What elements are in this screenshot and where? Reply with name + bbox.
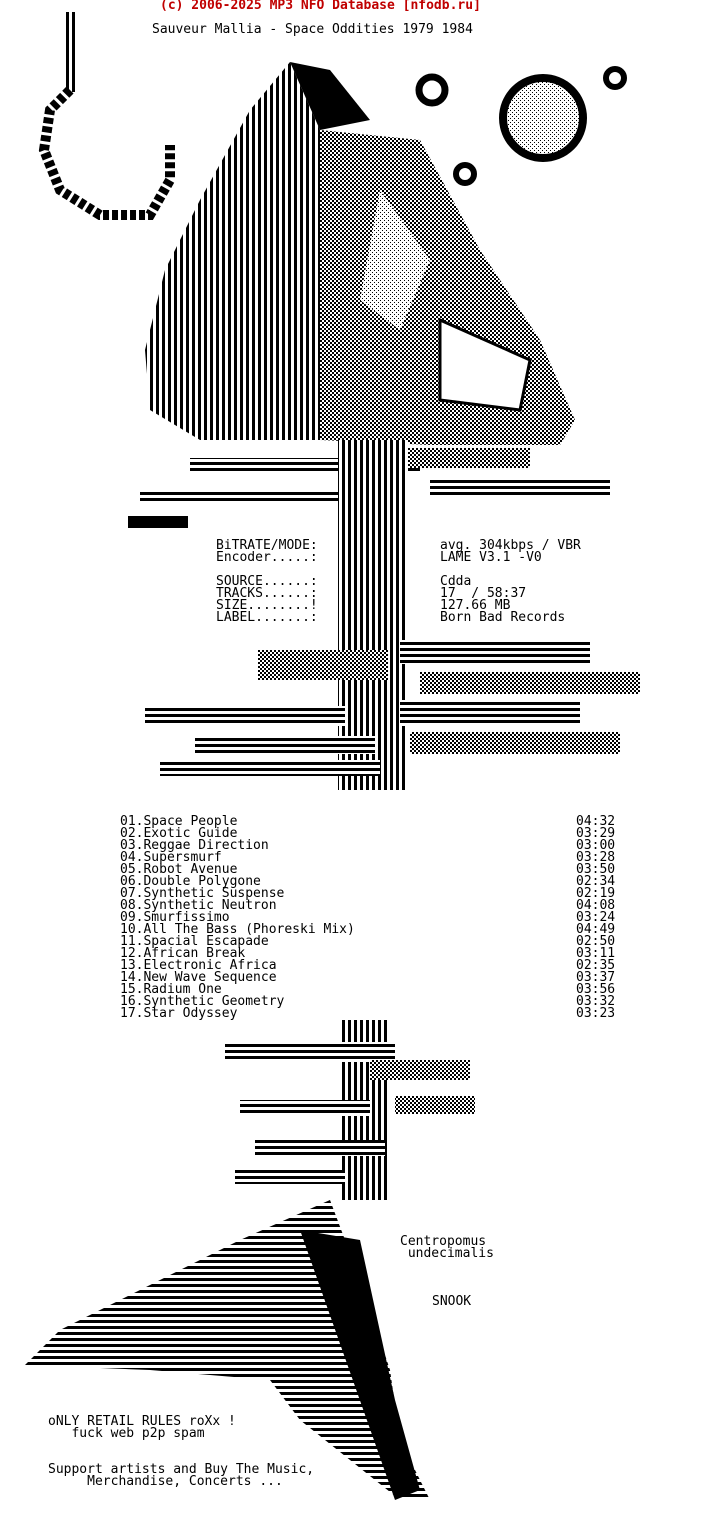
track-title: 02.Exotic Guide	[120, 826, 238, 841]
source-value: Cdda	[440, 574, 472, 589]
track-time: 02:35	[576, 958, 616, 973]
track-title: 05.Robot Avenue	[120, 862, 238, 877]
small-ring-art	[603, 66, 627, 90]
hook-art	[38, 12, 175, 220]
track-time: 03:32	[576, 994, 616, 1009]
lower-branch-art	[145, 640, 640, 776]
track-time: 04:08	[576, 898, 616, 913]
small-ring-art	[453, 162, 477, 186]
track-time: 04:32	[576, 814, 616, 829]
track-time: 03:56	[576, 982, 616, 997]
track-time: 03:37	[576, 970, 616, 985]
footer-line2: fuck web p2p spam	[48, 1426, 205, 1441]
mountain-art	[145, 62, 575, 445]
track-time: 03:23	[576, 1006, 616, 1021]
art-caption-line2: undecimalis	[400, 1246, 494, 1261]
track-title: 13.Electronic Africa	[120, 958, 277, 973]
encoder-value: LAME V3.1 -V0	[440, 550, 542, 565]
footer-line3: Support artists and Buy The Music,	[48, 1462, 315, 1477]
bitrate-label: BiTRATE/MODE:	[216, 538, 318, 553]
track-title: 15.Radium One	[120, 982, 222, 997]
track-title: 09.Smurfissimo	[120, 910, 230, 925]
track-time: 03:11	[576, 946, 616, 961]
track-title: 01.Space People	[120, 814, 238, 829]
tracks-label: TRACKS......:	[216, 586, 318, 601]
track-time: 02:50	[576, 934, 616, 949]
bitrate-value: avg. 304kbps / VBR	[440, 538, 581, 553]
site-header: (c) 2006-2025 MP3 NFO Database [nfodb.ru…	[160, 0, 481, 13]
track-title: 07.Synthetic Suspense	[120, 886, 285, 901]
ring-art	[415, 73, 449, 107]
footer-line1: oNLY RETAIL RULES roXx !	[48, 1414, 236, 1429]
track-title: 08.Synthetic Neutron	[120, 898, 277, 913]
track-title: 11.Spacial Escapade	[120, 934, 269, 949]
track-time: 03:00	[576, 838, 616, 853]
track-time: 02:19	[576, 886, 616, 901]
size-label: SIZE........!	[216, 598, 318, 613]
track-time: 03:50	[576, 862, 616, 877]
source-label: SOURCE......:	[216, 574, 318, 589]
art-caption-line1: Centropomus	[400, 1234, 487, 1249]
planet-art	[499, 74, 587, 162]
track-title: 03.Reggae Direction	[120, 838, 269, 853]
track-title: 10.All The Bass (Phoreski Mix)	[120, 922, 355, 937]
size-value: 127.66 MB	[440, 598, 511, 613]
label-label: LABEL.......:	[216, 610, 318, 625]
track-title: 04.Supersmurf	[120, 850, 222, 865]
fish-art	[25, 1020, 475, 1500]
label-value: Born Bad Records	[440, 610, 566, 625]
trunk-art	[338, 440, 408, 790]
footer-line4: Merchandise, Concerts ...	[48, 1474, 283, 1489]
track-time: 03:24	[576, 910, 616, 925]
track-time: 02:34	[576, 874, 616, 889]
track-time: 04:49	[576, 922, 616, 937]
track-time: 03:29	[576, 826, 616, 841]
encoder-label: Encoder.....:	[216, 550, 318, 565]
release-title: Sauveur Mallia - Space Oddities 1979 198…	[152, 22, 473, 37]
tracks-value: 17 / 58:37	[440, 586, 527, 601]
track-time: 03:28	[576, 850, 616, 865]
track-title: 16.Synthetic Geometry	[120, 994, 285, 1009]
track-title: 14.New Wave Sequence	[120, 970, 277, 985]
art-caption-signature: SNOOK	[432, 1294, 472, 1309]
branch-art	[128, 448, 610, 528]
track-title: 17.Star Odyssey	[120, 1006, 238, 1021]
track-title: 06.Double Polygone	[120, 874, 261, 889]
track-title: 12.African Break	[120, 946, 246, 961]
